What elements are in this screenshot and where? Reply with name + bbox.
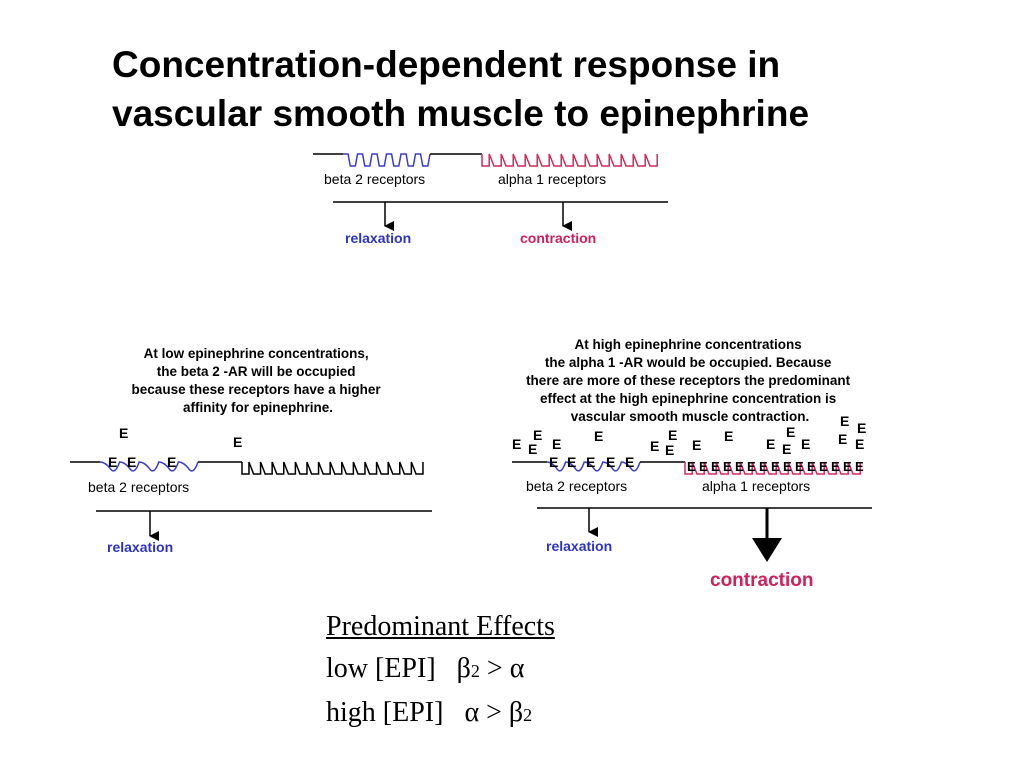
beta-subscript: 2 (470, 661, 480, 681)
svg-text:E: E (724, 428, 733, 444)
epinephrine-bound: E (855, 459, 864, 474)
svg-text:E: E (606, 454, 615, 470)
low-comparison: > α (479, 653, 525, 684)
relaxation-label: relaxation (345, 230, 411, 246)
epinephrine-bound: E (687, 459, 696, 474)
svg-text:E: E (119, 425, 128, 441)
low-panel-text: At low epinephrine concentrations, the b… (132, 346, 385, 415)
high-label: high [EPI] (326, 697, 444, 728)
beta2-receptor-wave (343, 153, 431, 167)
beta2-receptor-wave (99, 461, 199, 472)
effects-heading: Predominant Effects (326, 611, 555, 642)
svg-text:E: E (167, 454, 176, 470)
epinephrine-bound: E (711, 459, 720, 474)
relaxation-label: relaxation (546, 538, 612, 554)
svg-text:E: E (108, 454, 117, 470)
svg-text:E: E (766, 436, 775, 452)
epinephrine-bound: E (723, 459, 732, 474)
epinephrine-bound: E (747, 459, 756, 474)
svg-text:E: E (650, 438, 659, 454)
svg-text:E: E (782, 441, 791, 457)
epinephrine-bound: E (807, 459, 816, 474)
beta-subscript: 2 (523, 705, 533, 725)
beta2-label: beta 2 receptors (324, 171, 425, 187)
high-comparison: α > β (464, 697, 524, 728)
title-line-2: vascular smooth muscle to epinephrine (112, 93, 810, 134)
svg-text:E: E (625, 454, 634, 470)
low-label: low [EPI] (326, 653, 436, 684)
svg-text:E: E (665, 442, 674, 458)
svg-text:E: E (549, 454, 558, 470)
epinephrine-bound: E (735, 459, 744, 474)
epinephrine-bound: E (819, 459, 828, 474)
beta2-receptor-wave (546, 461, 641, 472)
svg-text:E: E (552, 436, 561, 452)
svg-text:E: E (692, 437, 701, 453)
svg-text:E: E (594, 428, 603, 444)
epinephrine-bound: E (783, 459, 792, 474)
effects-high-row: high [EPI] α > β2 (326, 692, 555, 736)
relaxation-label: relaxation (107, 539, 173, 555)
epinephrine-bound: E (843, 459, 852, 474)
beta-symbol: β (456, 653, 471, 684)
svg-text:E: E (512, 436, 521, 452)
epinephrine-molecules: E E E E E E E E E E E E E E E E E E E E … (512, 413, 866, 470)
alpha1-label: alpha 1 receptors (498, 171, 606, 187)
beta2-label: beta 2 receptors (88, 479, 189, 495)
large-arrow-down-icon (752, 538, 782, 562)
svg-text:E: E (801, 436, 810, 452)
svg-text:E: E (857, 420, 866, 436)
svg-text:E: E (528, 441, 537, 457)
slide-title: Concentration-dependent response in vasc… (112, 40, 809, 138)
epinephrine-bound: E (795, 459, 804, 474)
epinephrine-bound: E (699, 459, 708, 474)
svg-text:E: E (855, 436, 864, 452)
epinephrine-molecules: E E E E E (108, 425, 242, 470)
svg-text:E: E (786, 424, 795, 440)
alpha1-receptor-wave (241, 461, 424, 475)
svg-text:E: E (586, 454, 595, 470)
epinephrine-bound: E (771, 459, 780, 474)
predominant-effects: Predominant Effects low [EPI] β2 > α hig… (326, 606, 555, 736)
svg-text:E: E (668, 427, 677, 443)
beta2-label: beta 2 receptors (526, 478, 627, 494)
svg-text:E: E (840, 413, 849, 429)
epinephrine-bound: E (759, 459, 768, 474)
svg-text:E: E (838, 431, 847, 447)
epinephrine-bound: E (831, 459, 840, 474)
svg-text:E: E (533, 427, 542, 443)
low-concentration-panel: At low epinephrine concentrations, the b… (70, 346, 432, 555)
title-line-1: Concentration-dependent response in (112, 44, 781, 85)
alpha1-receptor-wave (684, 461, 861, 475)
alpha1-label: alpha 1 receptors (702, 478, 810, 494)
top-diagram: beta 2 receptors alpha 1 receptors relax… (313, 153, 668, 246)
svg-text:E: E (127, 454, 136, 470)
alpha1-receptor-wave (481, 153, 658, 167)
contraction-label: contraction (520, 230, 596, 246)
contraction-label: contraction (710, 570, 813, 591)
svg-text:E: E (233, 434, 242, 450)
svg-text:E: E (567, 454, 576, 470)
high-panel-text: At high epinephrine concentrations the a… (526, 337, 854, 424)
effects-low-row: low [EPI] β2 > α (326, 648, 555, 692)
high-concentration-panel: At high epinephrine concentrations the a… (512, 337, 872, 591)
